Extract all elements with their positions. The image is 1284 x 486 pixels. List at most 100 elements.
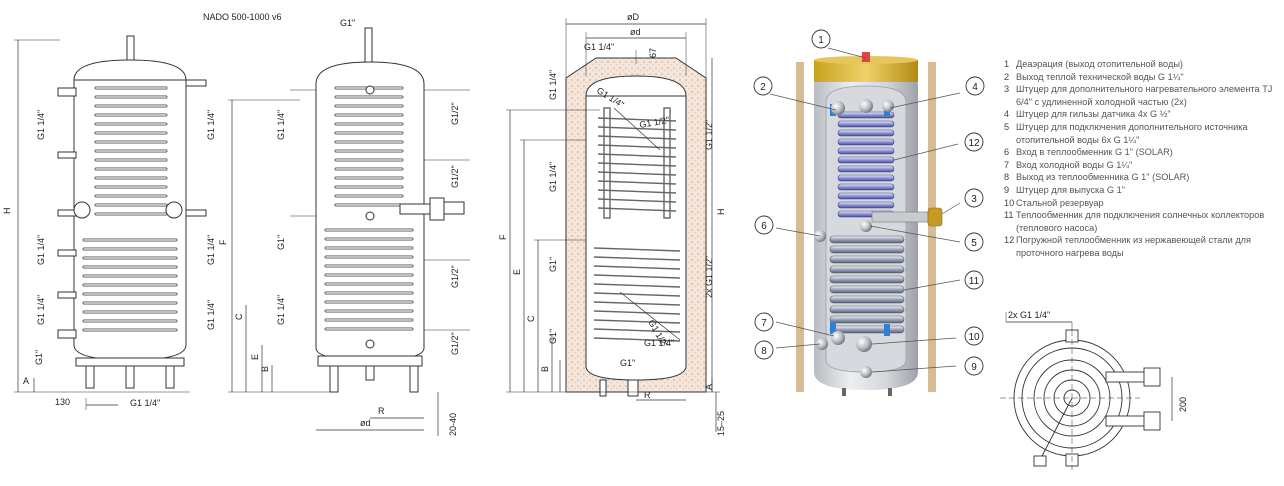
callout-markers [753, 29, 985, 376]
right-label-3b: 2x G1 1/2" [704, 256, 714, 298]
plan-view [1000, 312, 1173, 470]
legend-text: Выход из теплообменника G 1" (SOLAR) [1016, 172, 1190, 183]
dim-C-3: C [526, 315, 536, 322]
dim-C-2: C [234, 313, 244, 320]
bottom-label-1: G1 1/4" [130, 398, 160, 408]
left-label-3b: G1 1/4" [548, 162, 558, 192]
legend-text: Вход холодной воды G 1¼" [1016, 159, 1133, 170]
left-label-3a: G1 1/4" [548, 70, 558, 100]
legend-text: Штуцер для гильзы датчика 4x G ½" [1016, 109, 1171, 120]
left-label-3c: G1" [548, 257, 558, 272]
right-label-2d: G1/2" [450, 332, 460, 355]
callout-numbers: 1 2 3 4 5 6 7 8 9 10 11 12 [760, 35, 980, 373]
dim-D-3: øD [627, 12, 639, 22]
left-label-3d: G1" [548, 329, 558, 344]
plan-dim-200: 200 [1178, 397, 1188, 412]
coil-lower-3 [593, 247, 681, 342]
inner-label-2a: G1 1/4" [276, 110, 286, 140]
legend-text: Штуцер для дополнительного нагревательно… [1016, 84, 1273, 107]
mid-label-1a: G1 1/4" [206, 110, 216, 140]
inner-label-2b: G1" [276, 235, 286, 250]
dim-20-40: 20-40 [448, 413, 458, 436]
dim-E-3: E [512, 269, 522, 275]
left-label-1a: G1 1/4" [36, 110, 46, 140]
drawing-2-side-view [228, 27, 470, 436]
right-label-3a: G1 1/2" [704, 120, 714, 150]
right-label-2b: G1/2" [450, 165, 460, 188]
callout-3: 3 [971, 194, 977, 205]
callout-12: 12 [968, 138, 980, 149]
legend-text: Погружной теплообменник из нержавеющей с… [1016, 235, 1252, 258]
left-label-1b: G1 1/4" [36, 235, 46, 265]
legend-text: Штуцер для подключения дополнительного и… [1016, 121, 1248, 145]
drawing-1-side-view: NADO 500-1000 v6 [14, 12, 282, 410]
dim-H-3: H [716, 209, 726, 216]
legend-number: 7 [1004, 159, 1010, 170]
callout-7: 7 [761, 318, 767, 329]
legend-text: Стальной резервуар [1016, 197, 1104, 208]
plan-top-label: 2x G1 1/4" [1008, 310, 1050, 320]
top-label-3: G1 1/4" [584, 42, 614, 52]
legend-number: 11 [1004, 210, 1014, 221]
legend-text: Вход в теплообменник G 1" (SOLAR) [1016, 147, 1173, 158]
tank-render [796, 52, 943, 396]
legend-item: 2 Выход теплой технической воды G 1¼" [1004, 71, 1282, 84]
callout-5: 5 [971, 238, 977, 249]
drawing-1-labels: G1" H A 130 G1 1/4" G1 1/4" G1 1/4" G1 1… [2, 18, 355, 408]
inner-label-2c: G1 1/4" [276, 295, 286, 325]
callout-8: 8 [761, 346, 767, 357]
legend-text: Выход теплой технической воды G 1¼" [1016, 71, 1184, 82]
drawing-2-labels: F C E B R ød 20-40 G1 1/4" G1" G1 1/4" G… [218, 102, 460, 436]
callout-2: 2 [760, 82, 766, 93]
legend-item: 7 Вход холодной воды G 1¼" [1004, 159, 1282, 172]
legend-number: 1 [1004, 59, 1010, 69]
legend-number: 10 [1004, 197, 1015, 208]
inner-label-3e: G1" [620, 358, 635, 368]
dim-E-2: E [250, 354, 260, 360]
inner-label-3d: G1 1/4" [644, 338, 674, 348]
coil-lower-2 [324, 228, 414, 331]
right-label-2c: G1/2" [450, 265, 460, 288]
dim-A-3: A [704, 384, 714, 390]
coil-lower-1 [82, 238, 178, 332]
legend-number: 9 [1004, 184, 1010, 195]
callout-11: 11 [969, 276, 980, 287]
dim-67: 67 [648, 48, 658, 58]
legend-number: 2 [1004, 71, 1010, 82]
mid-label-1c: G1 1/4" [206, 300, 216, 330]
callout-9: 9 [971, 362, 977, 373]
callout-4: 4 [972, 82, 978, 93]
mid-label-1b: G1 1/4" [206, 235, 216, 265]
dim-d-2: ød [360, 418, 371, 428]
callout-leaders [769, 47, 961, 373]
legend-text: Штуцер для выпуска G 1" [1016, 184, 1126, 195]
dim-130: 130 [55, 397, 70, 407]
legend-text: Теплообменник для подключения солнечных … [1016, 210, 1265, 233]
model-caption: NADO 500-1000 v6 [203, 12, 282, 22]
dim-d-3: ød [630, 27, 641, 37]
callout-10: 10 [968, 332, 980, 343]
callout-1: 1 [818, 35, 824, 46]
dim-H-1: H [2, 208, 12, 215]
dim-15-25: 15–25 [716, 411, 726, 436]
dim-B-2: B [260, 366, 270, 372]
render-coil-lower [829, 235, 905, 334]
dim-R-2: R [378, 406, 385, 416]
legend-number: 4 [1004, 109, 1010, 120]
coil-upper-1 [94, 86, 168, 216]
right-label-2a: G1/2" [450, 102, 460, 125]
left-label-1c: G1 1/4" [36, 295, 46, 325]
legend-item: 9 Штуцер для выпуска G 1" [1004, 184, 1282, 197]
dim-A-1: A [23, 376, 29, 386]
legend-number: 12 [1004, 235, 1015, 246]
